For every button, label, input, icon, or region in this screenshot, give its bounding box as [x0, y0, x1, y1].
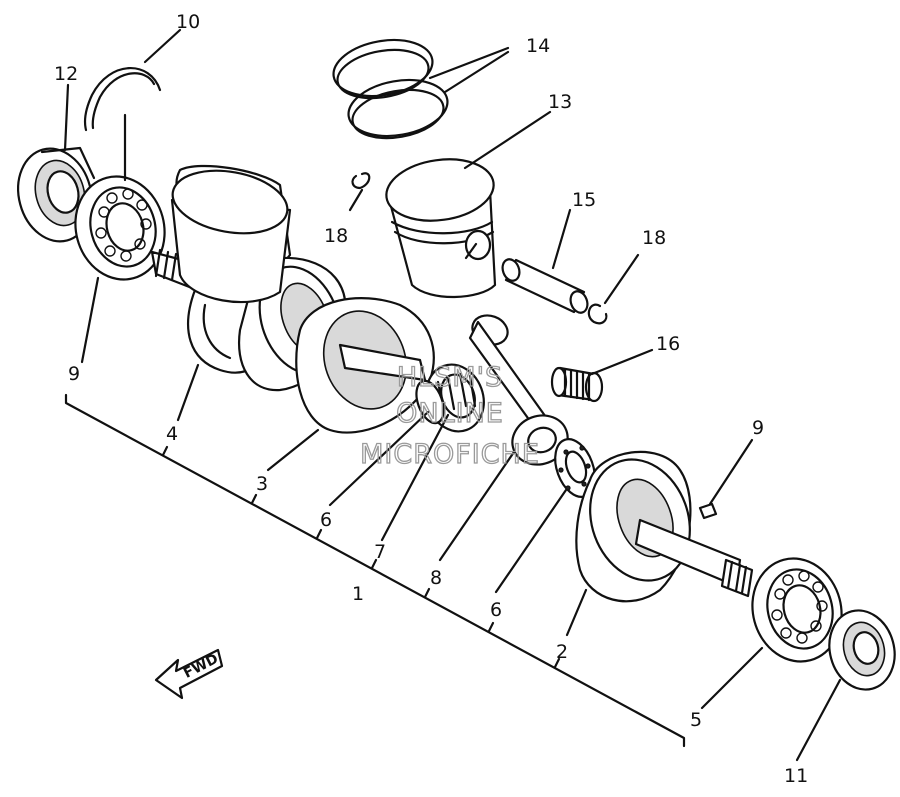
callouts: 10 12 14 13 18 15 18 16 9 9 4 3 6 7 8 1 …: [54, 11, 808, 787]
small-end-bearing: [550, 366, 604, 403]
callout-15: 14: [526, 35, 550, 57]
watermark: HLSM'S ONLINE MICROFICHE: [359, 361, 540, 470]
leader-lines: [63, 28, 842, 762]
callout-6-right: 6: [490, 599, 502, 621]
callout-6-left: 6: [320, 509, 332, 531]
fwd-direction-arrow: FWD: [154, 648, 224, 700]
watermark-line-2: ONLINE: [396, 398, 504, 429]
callout-16: 15: [572, 189, 596, 211]
bearing-right: [751, 557, 843, 663]
assembly-bracket: [64, 393, 686, 748]
piston: [385, 158, 497, 299]
piston-pin-clip-left: [351, 172, 371, 190]
callout-8: 8: [430, 567, 442, 589]
callout-13: 12: [54, 63, 78, 85]
woodruff-key: [698, 502, 718, 520]
callout-17: 16: [656, 333, 680, 355]
callout-11: 11: [784, 765, 808, 787]
crank-web: [295, 297, 435, 434]
callout-12: 10: [176, 11, 200, 33]
callout-1: 1: [352, 583, 364, 605]
piston-pin: [501, 258, 589, 314]
crank-half-right: [575, 450, 754, 603]
callout-7: 7: [374, 541, 386, 563]
thrust-washer-left: [415, 379, 445, 425]
connecting-rod: [468, 314, 569, 466]
ring-clip: [84, 67, 162, 132]
thrust-washer-right: [554, 438, 596, 498]
callout-18-right: 18: [642, 227, 666, 249]
callout-9: 9: [68, 363, 80, 385]
callout-10: 9: [752, 417, 764, 439]
callout-5: 5: [690, 709, 702, 731]
piston-body-left: [170, 169, 292, 304]
oil-seal-right: [828, 609, 896, 691]
piston-rings: [332, 38, 449, 140]
callout-3: 3: [256, 473, 268, 495]
callout-14: 13: [548, 91, 572, 113]
oil-seal-left: [17, 146, 96, 243]
bearing-left: [74, 175, 166, 281]
callout-4: 4: [166, 423, 178, 445]
piston-pin-clip-right: [587, 303, 608, 325]
watermark-line-1: HLSM'S: [397, 362, 503, 393]
callout-2: 2: [556, 641, 568, 663]
watermark-line-3: MICROFICHE: [360, 439, 540, 470]
callout-18-left: 18: [324, 225, 348, 247]
